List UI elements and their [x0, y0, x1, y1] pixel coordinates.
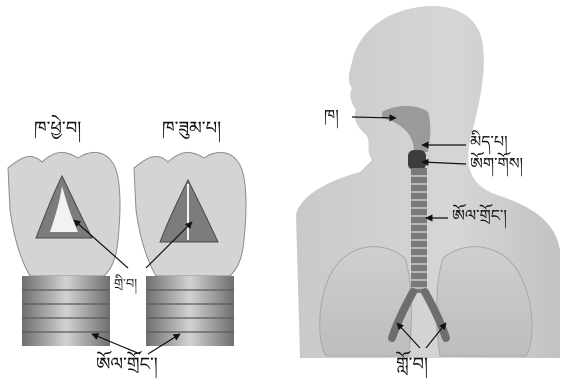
larynx-open-illustration — [8, 152, 120, 346]
torso-illustration — [296, 6, 560, 358]
right-trachea-label: ཨོལ་གྲོང་། — [452, 208, 507, 224]
throat-label: མིད་པ། — [470, 134, 508, 150]
left-trachea-label: ཨོལ་གྲོང་། — [96, 356, 158, 374]
larynx-shape — [408, 150, 426, 170]
mouth-label: ཁ། — [324, 108, 339, 124]
lungs-label: གློ་བ། — [396, 356, 428, 374]
larynx-label: ཨོག་གོས། — [470, 156, 523, 172]
vocal-cords-label: གྲི་བ། — [114, 278, 137, 291]
closed-trachea — [146, 276, 234, 346]
trachea-rings — [411, 176, 427, 288]
closed-larynx-label: ཁ་ཟུམ་པ། — [162, 120, 221, 138]
open-larynx-label: ཁ་ཕྱེ་བ། — [34, 120, 81, 138]
larynx-closed-illustration — [134, 152, 246, 346]
trachea-tube — [411, 168, 427, 293]
